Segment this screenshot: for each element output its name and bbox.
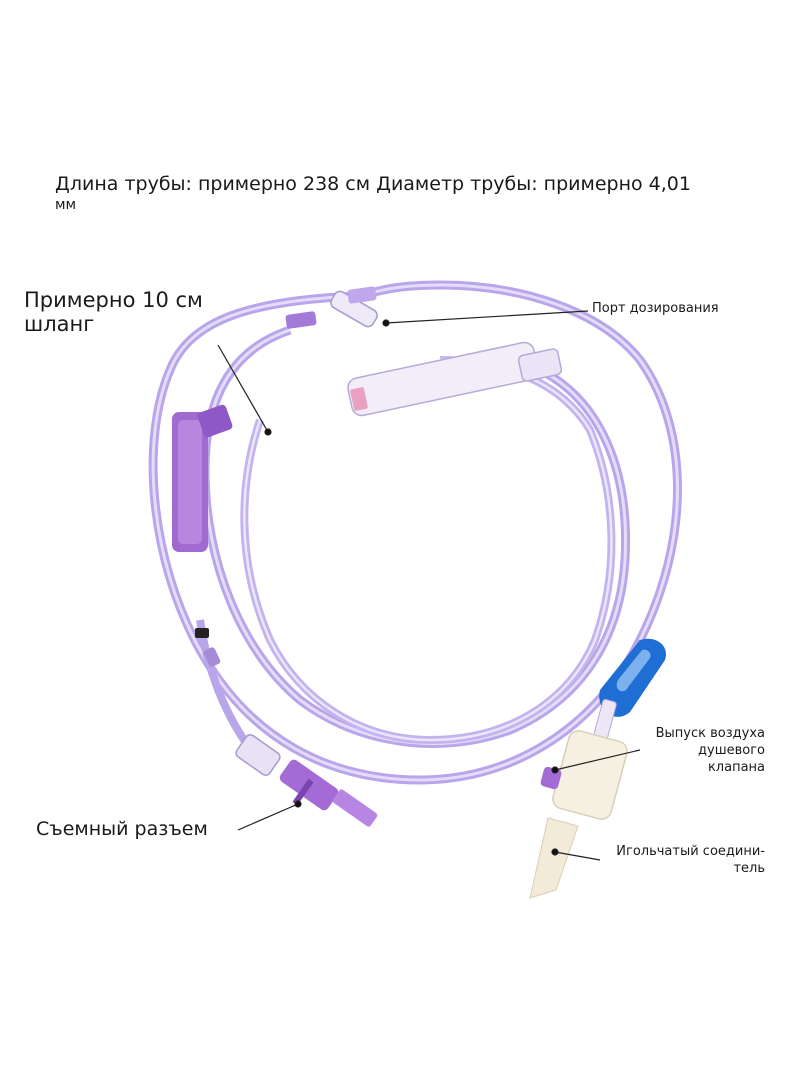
drip-chamber xyxy=(347,341,563,417)
needle-connector-label-line1: Игольчатый соедини- xyxy=(616,844,765,859)
slide-clip xyxy=(195,628,209,638)
blue-clamp xyxy=(599,638,666,717)
air-vent-label-line2: душевого xyxy=(698,743,765,758)
hose-label-line2: шланг xyxy=(24,312,95,336)
hose-label-line1: Примерно 10 см xyxy=(24,288,203,312)
spec-text: Длина трубы: примерно 238 см Диаметр тру… xyxy=(55,173,691,195)
needle-connector-label-line2: тель xyxy=(733,861,765,876)
spec-text-unit: мм xyxy=(55,197,77,213)
roller-clamp xyxy=(172,404,233,552)
dosing-port xyxy=(285,286,378,329)
air-vent-label-line1: Выпуск воздуха xyxy=(655,726,765,741)
needle-connector-label: Игольчатый соедини- тель xyxy=(590,843,765,877)
tube-outer-loop xyxy=(148,280,682,785)
air-vent-label: Выпуск воздуха душевого клапана xyxy=(620,725,765,776)
detachable-connector xyxy=(235,734,378,827)
air-vent-label-line3: клапана xyxy=(707,760,765,775)
hose-label: Примерно 10 см шланг xyxy=(24,288,254,336)
dosing-port-label: Порт дозирования xyxy=(592,301,719,316)
air-vent-spike xyxy=(529,699,628,899)
detachable-connector-label: Съемный разъем xyxy=(36,818,208,840)
leader-lines xyxy=(217,310,641,861)
